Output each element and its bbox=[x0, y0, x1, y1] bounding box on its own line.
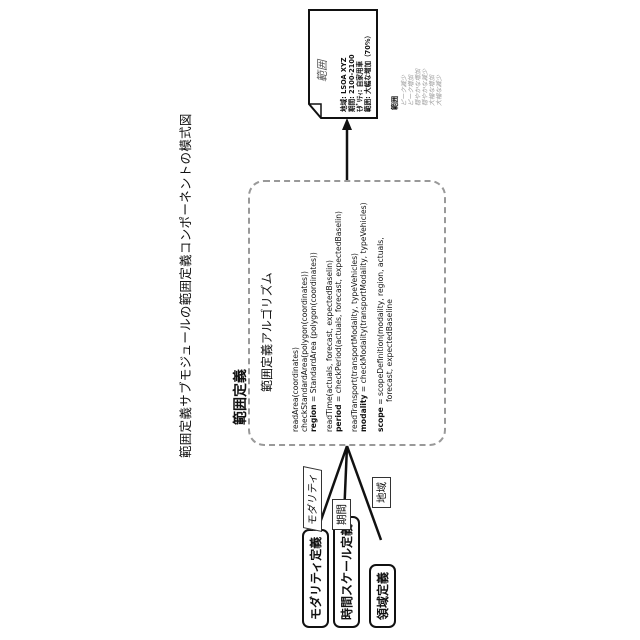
algo-line-1-wrap: checkStandardArea(polygon(coordinates)) bbox=[301, 271, 309, 432]
algo-line: scope = scopeDefinition(modality, region… bbox=[377, 237, 385, 432]
input-time-label: 時間スケール定義 bbox=[333, 516, 360, 628]
algo-line-bold: modality bbox=[359, 395, 368, 432]
algo-line-bold: period bbox=[334, 404, 343, 432]
tag-time: 期間 bbox=[332, 499, 351, 530]
algo-line-text: = scopeDefinition(modality, region, actu… bbox=[376, 237, 385, 407]
tag-modality: モダリティ bbox=[303, 468, 322, 530]
algo-line-bold: scope bbox=[376, 407, 385, 432]
algo-line-7-wrap: scope = scopeDefinition(modality, region… bbox=[377, 237, 385, 432]
algo-line-text: = checkModality(transportModality, typeV… bbox=[359, 202, 368, 394]
algo-line: forecast, expectedBaseline bbox=[386, 299, 394, 402]
algo-line: modality = checkModality(transportModali… bbox=[360, 202, 368, 432]
input-modality-label: モダリティ定義 bbox=[302, 529, 329, 628]
algo-line: readTransport(transportModality, typeVeh… bbox=[351, 253, 359, 432]
algo-line-0-wrap: readArea(coordinates) bbox=[292, 347, 300, 432]
algo-line-8-wrap: forecast, expectedBaseline bbox=[386, 299, 394, 402]
tag-time-label: 期間 bbox=[332, 499, 351, 530]
algorithm-subheading: 範囲定義アルゴリズム bbox=[258, 272, 275, 392]
output-line-3-wrap: 範囲: 大幅な増加（70%） bbox=[362, 32, 372, 112]
algorithm-heading: 範囲定義 bbox=[230, 369, 250, 425]
tag-modality-label: モダリティ bbox=[303, 466, 322, 532]
tag-area: 地域 bbox=[372, 477, 391, 508]
algo-line: period = checkPeriod(actuals, forecast, … bbox=[335, 211, 343, 432]
title-wrapper: 範囲定義サブモジュールの範囲定義コンポーネントの模式図 bbox=[175, 113, 194, 458]
algo-line-3-wrap: readTime(actuals, forecast, expectedBase… bbox=[326, 260, 334, 432]
input-modality: モダリティ定義 bbox=[302, 529, 329, 628]
algo-line-text: = StandardArea (polygon(coordinates)) bbox=[309, 252, 318, 404]
algo-line: readTime(actuals, forecast, expectedBase… bbox=[326, 260, 334, 432]
output-title-wrap: 範囲 bbox=[314, 60, 330, 82]
algo-line-bold: region bbox=[309, 404, 318, 432]
algorithm-subheading-wrap: 範囲定義アルゴリズム bbox=[258, 272, 275, 392]
algo-line-4-wrap: period = checkPeriod(actuals, forecast, … bbox=[335, 211, 343, 432]
scope-item-5-wrap: 大幅な減少 bbox=[434, 75, 443, 106]
page-title: 範囲定義サブモジュールの範囲定義コンポーネントの模式図 bbox=[175, 113, 194, 458]
input-time: 時間スケール定義 bbox=[333, 516, 360, 628]
output-title: 範囲 bbox=[314, 60, 330, 82]
algo-line-2-wrap: region = StandardArea (polygon(coordinat… bbox=[310, 252, 318, 432]
algorithm-box bbox=[248, 180, 446, 446]
output-line: 範囲: 大幅な増加（70%） bbox=[362, 32, 372, 112]
algo-line: region = StandardArea (polygon(coordinat… bbox=[310, 252, 318, 432]
tag-area-label: 地域 bbox=[372, 477, 391, 508]
input-area: 領域定義 bbox=[369, 564, 396, 628]
algo-line-6-wrap: modality = checkModality(transportModali… bbox=[360, 202, 368, 432]
algo-line-text: = checkPeriod(actuals, forecast, expecte… bbox=[334, 211, 343, 404]
algo-line: checkStandardArea(polygon(coordinates)) bbox=[301, 271, 309, 432]
algorithm-heading-wrap: 範囲定義 bbox=[230, 369, 250, 425]
input-area-label: 領域定義 bbox=[369, 564, 396, 628]
scope-legend-item: 大幅な減少 bbox=[434, 75, 443, 106]
algo-line: readArea(coordinates) bbox=[292, 347, 300, 432]
algo-line-5-wrap: readTransport(transportModality, typeVeh… bbox=[351, 253, 359, 432]
